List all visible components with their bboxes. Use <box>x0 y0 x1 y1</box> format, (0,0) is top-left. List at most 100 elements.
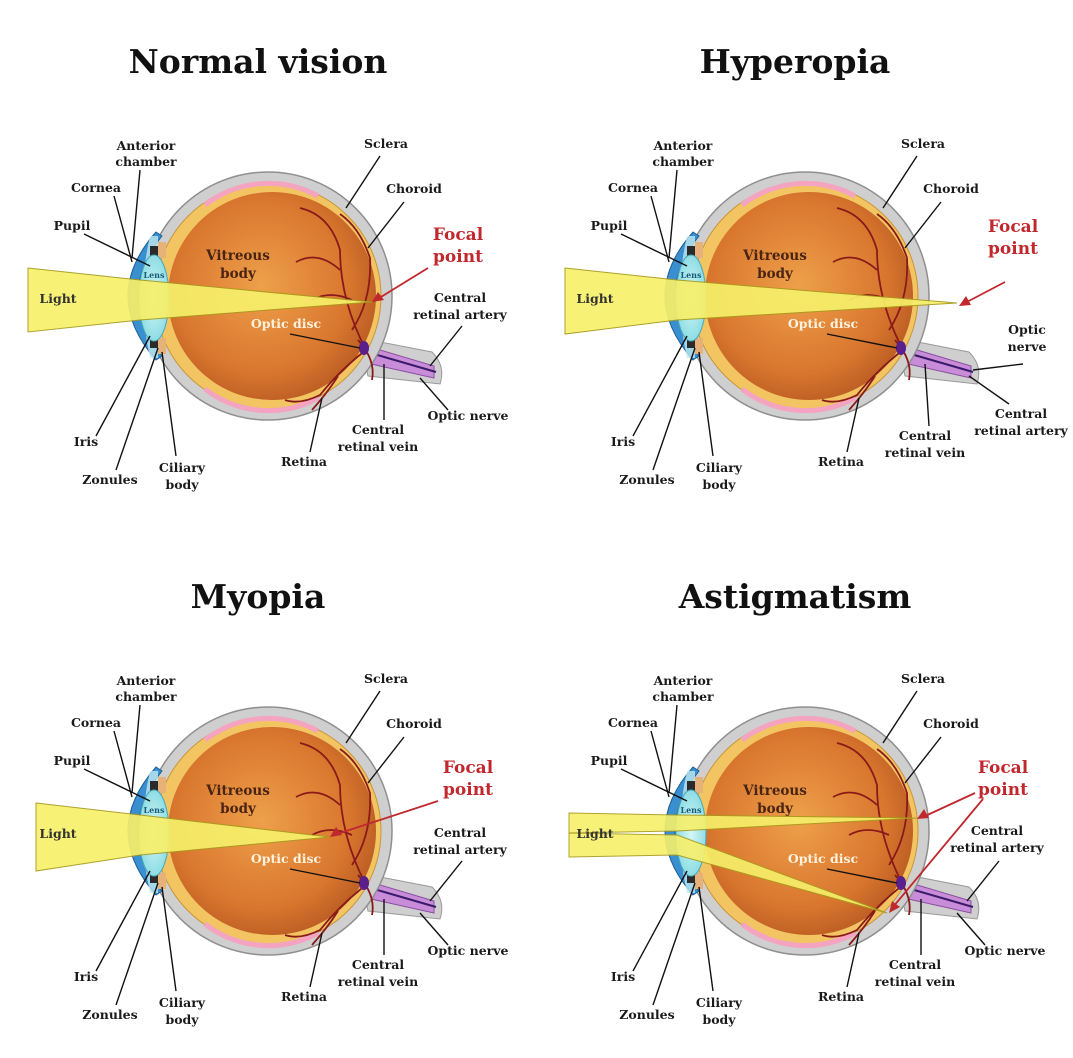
retina-leader <box>846 397 860 453</box>
vitreous-body-label-line: body <box>757 801 794 817</box>
ciliary-bottom <box>158 873 166 889</box>
optic-nerve-label: Optic nerve <box>428 408 509 423</box>
blood-vessel <box>876 213 909 331</box>
central-retinal-vein-label-line: Central <box>899 428 951 443</box>
central-retinal-vein-label-line: retinal vein <box>338 439 418 454</box>
optic-disc-label: Optic disc <box>788 316 859 331</box>
focal-point-label-line: Focal <box>988 217 1039 237</box>
sclera-leader <box>345 155 381 209</box>
blood-vessel <box>836 742 904 886</box>
light-beam <box>27 267 373 333</box>
retina-arc-top <box>203 180 320 207</box>
choroid-label: Choroid <box>386 181 442 196</box>
central-retinal-vein-label-line: retinal vein <box>885 445 965 460</box>
retina-label: Retina <box>818 454 864 469</box>
ciliary-body-leader <box>161 886 177 992</box>
anterior-chamber-label-line: Anterior <box>116 138 176 153</box>
retina-arc-bottom <box>203 387 320 414</box>
iris-leader <box>95 335 151 437</box>
central-retinal-artery-label-line: retinal artery <box>413 842 507 857</box>
choroid-label: Choroid <box>923 181 979 196</box>
anterior-chamber-label-line: chamber <box>652 689 714 704</box>
focal-point-label-line: Focal <box>978 758 1029 778</box>
central-retinal-vein-label-line: retinal vein <box>338 974 418 989</box>
pupil-label: Pupil <box>591 218 628 233</box>
blood-vessel <box>836 207 904 351</box>
lens-label: Lens <box>143 270 165 280</box>
zonules-leader <box>652 882 696 1006</box>
blood-vessel <box>821 884 904 938</box>
ciliary-top <box>158 777 166 793</box>
focal-point-arrow-upper <box>922 792 976 818</box>
anterior-chamber-leader <box>668 169 678 259</box>
blood-vessel <box>848 829 890 836</box>
central-retinal-vein-label-line: Central <box>889 957 941 972</box>
blood-vessel <box>832 791 878 806</box>
central-retinal-artery-label-line: retinal artery <box>974 423 1068 438</box>
ciliary-body-leader <box>161 351 177 457</box>
optic-nerve-leader <box>972 363 1024 371</box>
central-retinal-artery-label-line: Central <box>434 290 486 305</box>
retina-leader <box>846 932 860 988</box>
blood-vessel <box>284 884 367 938</box>
cornea-label: Cornea <box>608 715 658 730</box>
pupil-leader <box>83 768 151 802</box>
lens <box>675 789 707 877</box>
central-retinal-vein-label: Central retinal vein <box>885 428 965 460</box>
sclera-leader <box>882 690 918 744</box>
blood-vessel <box>311 375 339 411</box>
ciliary-top <box>695 242 703 258</box>
zonules-leader <box>115 882 159 1006</box>
retina-arc-top <box>203 715 320 742</box>
eye-diagram: Normal visionLensLightVitreousbodyOptic … <box>27 42 509 492</box>
anterior-chamber-label-line: chamber <box>652 154 714 169</box>
optic-nerve-leader <box>419 377 449 411</box>
anterior-chamber-label-line: Anterior <box>653 138 713 153</box>
vitreous-body-label-line: body <box>220 801 257 817</box>
vitreous-body-label-line: Vitreous <box>205 783 270 799</box>
iris-leader <box>632 335 688 437</box>
cornea-label: Cornea <box>71 715 121 730</box>
ciliary-body-label-line: Ciliary <box>696 460 743 475</box>
ciliary-body-label-line: Ciliary <box>696 995 743 1010</box>
blood-vessel <box>339 213 372 331</box>
vitreous-body-label-line: body <box>757 266 794 282</box>
focal-point-label-line: point <box>988 239 1038 259</box>
retina-arc-top <box>740 715 857 742</box>
optic-nerve-label-line: Optic <box>1008 322 1046 337</box>
central-retinal-artery-label: Central retinal artery <box>413 825 507 857</box>
cornea-leader <box>113 195 133 263</box>
lens-label: Lens <box>680 270 702 280</box>
central-retinal-artery-label-line: Central <box>434 825 486 840</box>
anterior-chamber-label-line: Anterior <box>653 673 713 688</box>
iris-label: Iris <box>611 434 635 449</box>
retina-arc-bottom <box>740 922 857 949</box>
blood-vessel <box>295 256 341 271</box>
ciliary-body-leader <box>698 886 714 992</box>
focal-point-arrowhead-upper <box>917 809 929 819</box>
zonules-leader <box>652 347 696 471</box>
central-retinal-artery-leader <box>429 325 463 367</box>
focal-point-arrowhead <box>372 292 384 302</box>
focal-point-arrowhead <box>959 296 971 306</box>
anterior-chamber-leader <box>668 704 678 794</box>
optic-nerve-leader <box>956 912 986 946</box>
ciliary-body-label-line: body <box>165 1012 199 1027</box>
light-label: Light <box>576 291 613 306</box>
lens-label: Lens <box>680 805 702 815</box>
panel-title: Myopia <box>191 577 326 616</box>
